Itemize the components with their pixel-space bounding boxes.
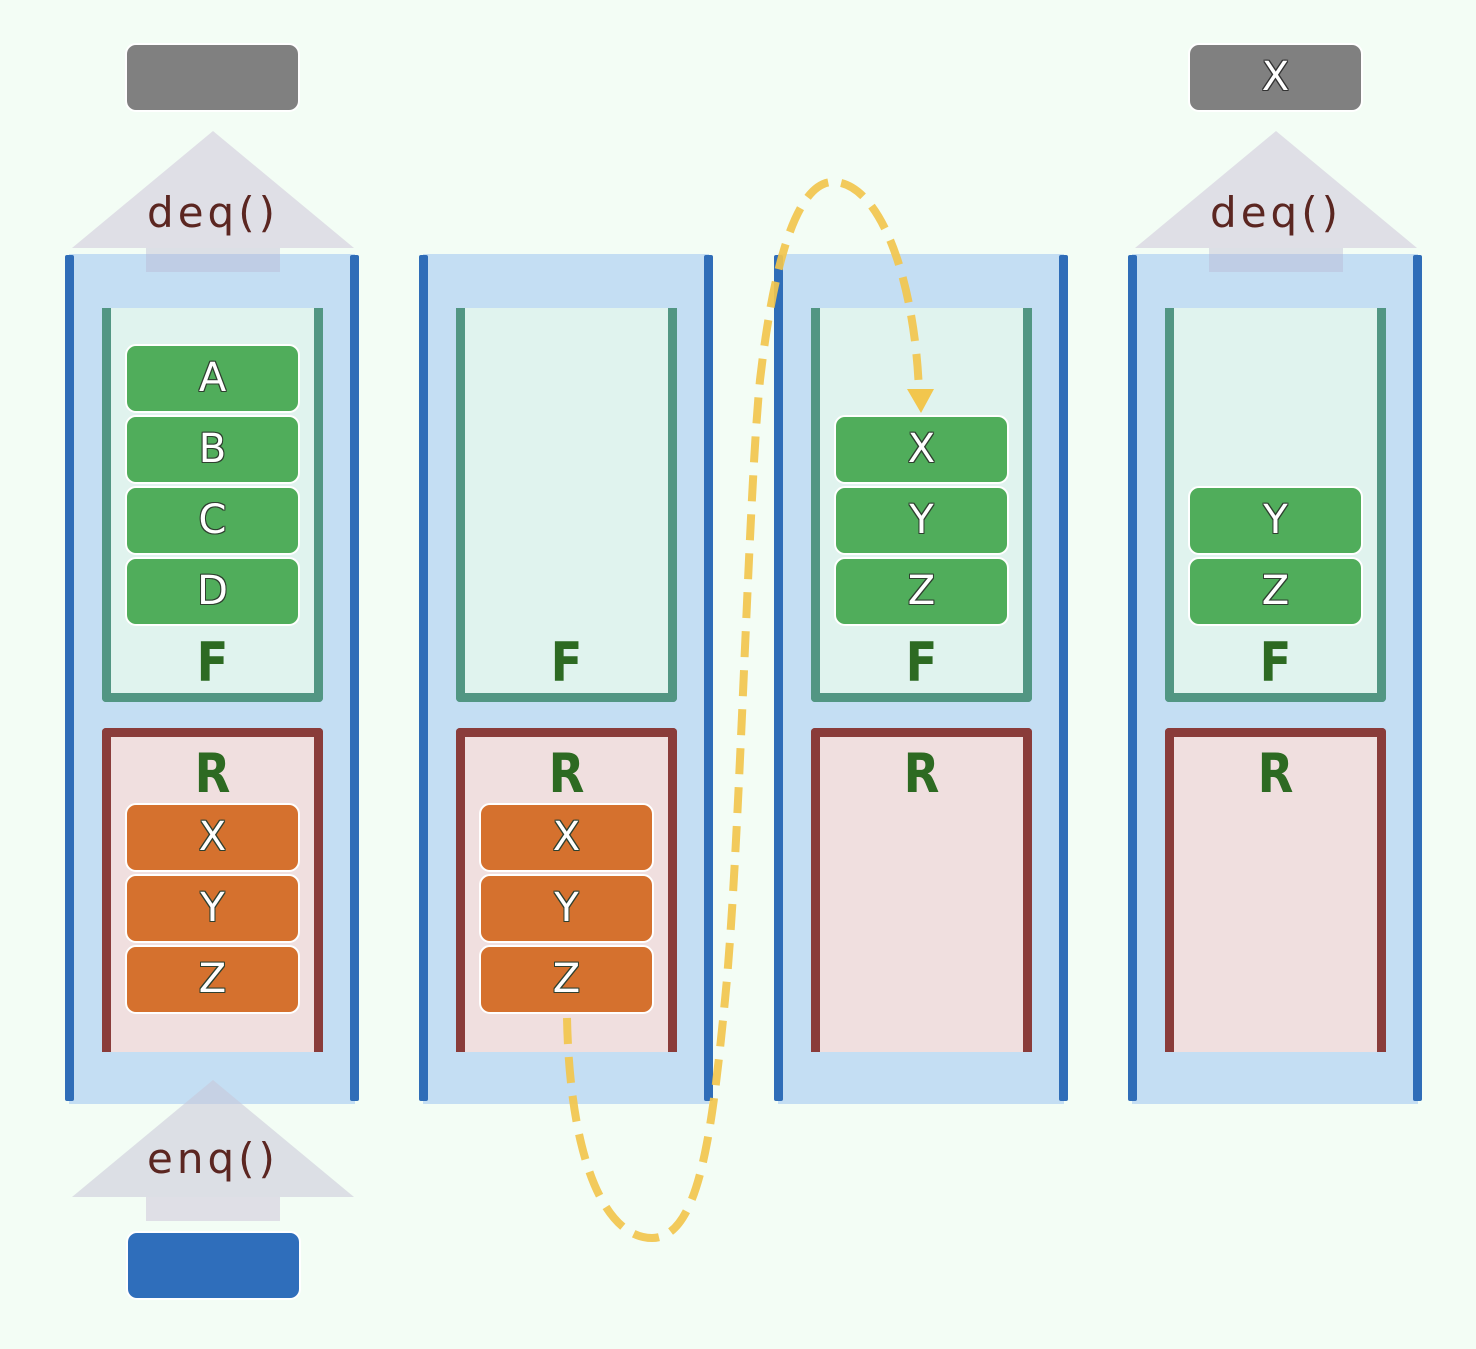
front-stack-label: F (196, 631, 229, 694)
rear-stack-label: R (548, 742, 585, 805)
container-rail-left (419, 255, 428, 1101)
front-stack-item: Y (834, 486, 1009, 555)
enq-arrow-shaft (146, 1197, 280, 1221)
rear-stack: R (1165, 728, 1386, 1052)
rear-stack-item: X (125, 803, 300, 872)
rear-stack-label: R (194, 742, 231, 805)
deq-label: deq() (147, 188, 279, 237)
front-stack-item: D (125, 557, 300, 626)
front-stack-label: F (550, 631, 583, 694)
rear-stack-item: Y (125, 874, 300, 943)
rear-stack-item: X (479, 803, 654, 872)
container-rail-right (350, 255, 359, 1101)
rear-stack-item: Z (479, 945, 654, 1014)
front-stack-item: X (834, 415, 1009, 484)
rear-stack-item: Z (125, 945, 300, 1014)
container-rail-right (1059, 255, 1068, 1101)
front-stack-item: A (125, 344, 300, 413)
dequeued-output-box (125, 43, 300, 112)
front-stack: F (456, 308, 677, 702)
rear-stack: R (811, 728, 1032, 1052)
rear-stack-item: Y (479, 874, 654, 943)
front-stack-item: Z (1188, 557, 1363, 626)
front-stack-item: Z (834, 557, 1009, 626)
rear-stack-label: R (903, 742, 940, 805)
container-rail-left (65, 255, 74, 1101)
dequeued-output-box: X (1188, 43, 1363, 112)
front-stack-item: B (125, 415, 300, 484)
front-stack-item: C (125, 486, 300, 555)
container-rail-right (704, 255, 713, 1101)
container-rail-right (1413, 255, 1422, 1101)
deq-label: deq() (1210, 188, 1342, 237)
front-stack-items (479, 308, 654, 626)
enqueue-input-box (126, 1231, 301, 1300)
enq-label: enq() (147, 1134, 279, 1183)
front-stack-label: F (905, 631, 938, 694)
front-stack-label: F (1259, 631, 1292, 694)
container-rail-left (1128, 255, 1137, 1101)
rear-stack-label: R (1257, 742, 1294, 805)
container-rail-left (774, 255, 783, 1101)
front-stack-item: Y (1188, 486, 1363, 555)
